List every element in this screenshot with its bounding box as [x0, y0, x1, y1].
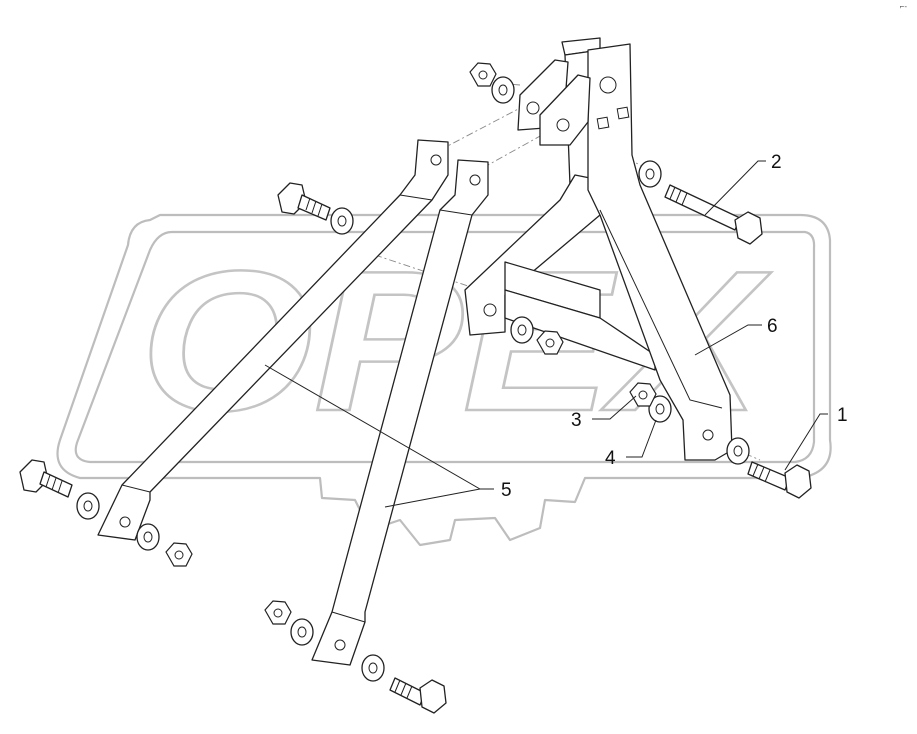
leader-3: [592, 395, 637, 420]
watermark-gear-inner: [74, 230, 816, 464]
top-link-strut-left: [97, 139, 449, 541]
leader-1: [784, 413, 828, 471]
nuts: [165, 62, 657, 625]
corner-mark: ⌐-: [899, 2, 907, 11]
leader-5b: [384, 488, 481, 508]
callout-1: 1: [837, 405, 848, 426]
leader-lines: [264, 160, 828, 508]
leader-4: [626, 419, 657, 458]
callout-4: 4: [605, 448, 616, 469]
bolt-2: [664, 184, 763, 245]
leader-2: [704, 160, 766, 216]
bolt-top-left: [277, 182, 331, 221]
callouts: 1 2 3 4 5 6: [501, 152, 848, 501]
bolt-bottom-left: [19, 459, 73, 498]
watermark-gear-outline: [56, 213, 832, 547]
callout-5: 5: [501, 480, 512, 501]
washers: [76, 76, 750, 682]
callout-2: 2: [771, 152, 782, 173]
a-frame: [464, 37, 733, 461]
callout-6: 6: [767, 316, 778, 337]
leader-6: [694, 324, 762, 356]
bolt-1: [747, 461, 812, 499]
top-link-strut-right: [311, 159, 489, 666]
callout-3: 3: [571, 410, 582, 431]
bolt-bottom-center: [389, 677, 447, 714]
